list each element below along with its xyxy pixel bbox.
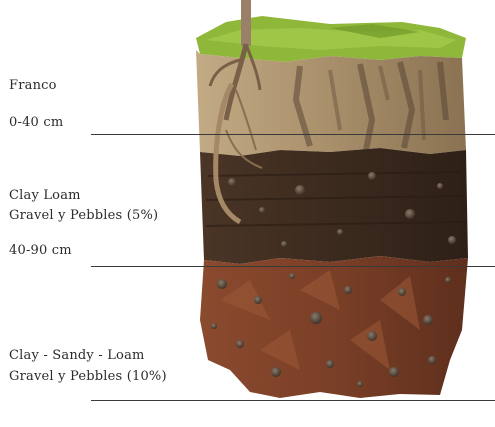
clay-sandy-loam-layer bbox=[200, 256, 468, 398]
layer-3-name: Clay - Sandy - Loam bbox=[9, 346, 145, 366]
layer-1-depth: 0-40 cm bbox=[9, 113, 63, 133]
layer-3-divider bbox=[91, 400, 495, 401]
layer-2-divider bbox=[91, 266, 495, 267]
layer-2-detail: Gravel y Pebbles (5%) bbox=[9, 206, 158, 226]
grass-surface bbox=[196, 16, 466, 62]
layer-1-divider bbox=[91, 134, 495, 135]
layer-1-name: Franco bbox=[9, 76, 57, 96]
topsoil-layer bbox=[196, 50, 466, 156]
clay-loam-layer bbox=[200, 148, 468, 264]
layer-2-name: Clay Loam bbox=[9, 186, 81, 206]
layer-2-depth: 40-90 cm bbox=[9, 241, 72, 261]
layer-3-detail: Gravel y Pebbles (10%) bbox=[9, 367, 167, 387]
